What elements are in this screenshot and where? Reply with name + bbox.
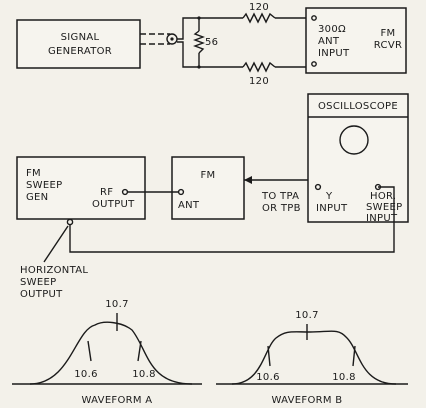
bottom-series-resistor-label: 120 [249,76,269,87]
rf-output-label-line2: OUTPUT [92,199,135,210]
sweep-generator-box [16,156,146,220]
oscilloscope-title: OSCILLOSCOPE [318,101,398,112]
horizontal-sweep-cable [69,186,395,253]
waveform-a-right-marker [137,340,142,362]
fm-unit-ant-label: ANT [178,200,200,211]
horizontal-sweep-label-line3: OUTPUT [20,289,63,300]
waveform-b-left-label: 10.6 [256,372,279,383]
receiver-title-line1: FM [381,28,396,39]
signal-generator-label-line2: GENERATOR [48,46,112,57]
hor-sweep-label-line1: HOR. [370,191,396,202]
receiver-terminal-bottom [311,61,317,67]
y-input-label-line1: Y [325,191,333,202]
waveform-a-caption: WAVEFORM A [82,395,153,406]
y-input-label-line2: INPUT [316,203,348,214]
sweep-generator-label-line2: SWEEP [26,180,62,191]
probe-label-line2: OR TPB [262,203,301,214]
fm-unit-box [171,156,245,220]
oscilloscope-screen [339,125,369,155]
bottom-series-resistor [242,61,276,73]
waveform-b-left-marker [267,345,271,367]
waveform-a-center-label: 10.7 [105,299,128,310]
probe-lead [244,176,319,185]
hor-sweep-label-line3: INPUT [366,213,398,224]
waveform-b-right-label: 10.8 [332,372,355,383]
coax-cable [140,33,178,45]
probe-label-line1: TO TPA [261,191,299,202]
oscilloscope-box [307,93,409,223]
waveform-a: 10.7 10.6 10.8 WAVEFORM A [12,299,202,406]
receiver-title-line2: RCVR [374,40,402,51]
horizontal-sweep-label-line1: HORIZONTAL [20,265,88,276]
shunt-resistor-label: 56 [205,37,218,48]
horizontal-sweep-terminal [66,218,74,226]
waveform-a-curve [29,321,193,385]
receiver-input-label-line1: 300Ω [318,24,346,35]
signal-generator-box [16,19,141,69]
sweep-generator-label-line1: FM [26,168,41,179]
waveform-b: 10.7 10.6 10.8 WAVEFORM B [216,310,408,406]
waveform-b-caption: WAVEFORM B [272,395,343,406]
receiver-input-label-line2: ANT [318,36,340,47]
horizontal-sweep-pointer [43,225,69,263]
waveform-b-right-marker [352,345,356,367]
fm-receiver-box [305,7,407,74]
waveform-a-right-label: 10.8 [132,369,155,380]
rf-output-label-line1: RF [100,187,113,198]
waveform-a-left-label: 10.6 [74,369,97,380]
top-series-resistor [242,12,276,24]
receiver-terminal-top [311,15,317,21]
waveform-b-center-label: 10.7 [295,310,318,321]
horizontal-sweep-label-line2: SWEEP [20,277,56,288]
y-input-terminal [314,183,322,191]
waveform-a-left-marker [87,340,92,362]
waveform-b-curve [231,330,397,385]
shunt-resistor [193,30,205,54]
signal-generator-label-line1: SIGNAL [61,32,100,43]
sweep-generator-label-line3: GEN [26,192,48,203]
hor-sweep-label-line2: SWEEP [366,202,402,213]
top-series-resistor-label: 120 [249,2,269,13]
attenuator-wiring [177,16,306,69]
fm-unit-title: FM [201,170,216,181]
receiver-input-label-line3: INPUT [318,48,350,59]
